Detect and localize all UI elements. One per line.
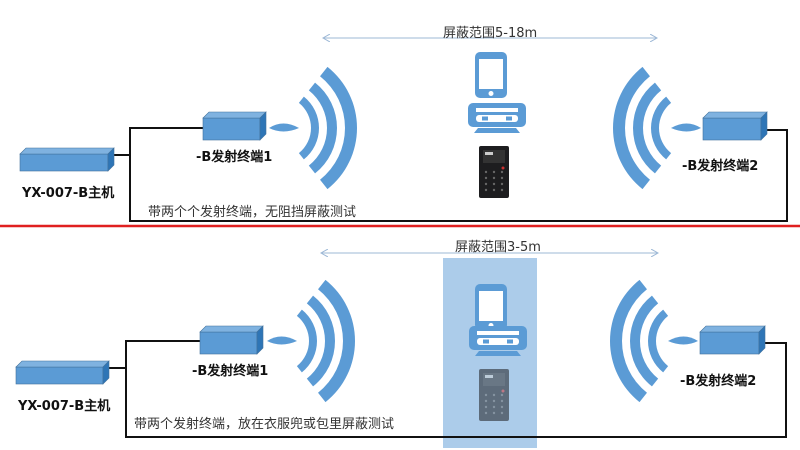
host-device xyxy=(15,360,110,385)
phone-icon xyxy=(475,284,507,330)
terminal2-label: -B发射终端2 xyxy=(680,374,757,389)
signal-waves-icon xyxy=(610,279,698,403)
terminal2-label: -B发射终端2 xyxy=(682,159,759,174)
transmitter-terminal-2 xyxy=(699,325,766,355)
signal-waves-icon xyxy=(612,66,701,190)
terminal1-label: -B发射终端1 xyxy=(196,150,273,165)
test-caption: 带两个个发射终端，无阻挡屏蔽测试 xyxy=(148,205,357,220)
transmitter-terminal-2 xyxy=(702,111,768,141)
signal-waves-icon xyxy=(269,66,357,190)
host-device xyxy=(19,147,115,172)
signal-waves-icon xyxy=(267,279,355,403)
transmitter-terminal-1 xyxy=(202,111,267,141)
host-label: YX-007-B主机 xyxy=(22,186,115,201)
phone-icon xyxy=(475,52,507,98)
test-caption: 带两个发射终端，放在衣服兜或包里屏蔽测试 xyxy=(134,417,395,432)
range-label: 屏蔽范围5-18m xyxy=(443,26,538,41)
top-section xyxy=(113,38,788,222)
connection-cable xyxy=(125,340,787,438)
recorder-tape-icon xyxy=(468,103,526,133)
terminal1-label: -B发射终端1 xyxy=(192,364,269,379)
connection-cable xyxy=(129,127,788,222)
range-label: 屏蔽范围3-5m xyxy=(455,240,541,255)
host-label: YX-007-B主机 xyxy=(18,399,111,414)
voice-recorder-image xyxy=(479,369,509,421)
voice-recorder-image xyxy=(479,146,509,198)
transmitter-terminal-1 xyxy=(199,325,264,355)
recorder-tape-icon xyxy=(469,326,527,356)
